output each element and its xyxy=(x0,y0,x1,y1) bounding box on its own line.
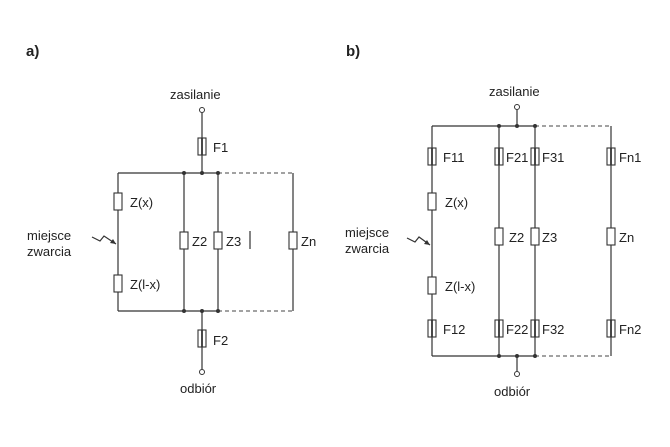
panel-a: a) zasilanie F1 Z(x) Z(l-x) miejsce xyxy=(26,43,316,396)
panel-a-zx-label: Z(x) xyxy=(130,195,153,210)
panel-b-f32-label: F32 xyxy=(542,322,564,337)
panel-a-z3-label: Z3 xyxy=(226,234,241,249)
panel-b-impedance-zn xyxy=(606,227,616,246)
panel-a-fault-label-1: miejsce xyxy=(27,228,71,243)
panel-b-label: b) xyxy=(346,43,360,60)
panel-b-f11-label: F11 xyxy=(443,150,464,165)
panel-b-f22-label: F22 xyxy=(506,322,528,337)
panel-b-f21-label: F21 xyxy=(506,150,528,165)
panel-b-impedance-zlx xyxy=(427,276,437,295)
panel-b: b) zasilanie F11 Z(x) Z(l-x) F12 xyxy=(345,43,641,399)
panel-a-impedance-zn xyxy=(288,231,298,250)
panel-a-z2-label: Z2 xyxy=(192,234,207,249)
panel-b-fn2-label: Fn2 xyxy=(619,322,641,337)
panel-a-fuse-f2-label: F2 xyxy=(213,333,228,348)
panel-b-zlx-label: Z(l-x) xyxy=(445,279,475,294)
panel-b-f31-label: F31 xyxy=(542,150,564,165)
panel-b-fn1-label: Fn1 xyxy=(619,150,641,165)
panel-b-load-label: odbiór xyxy=(494,384,531,399)
panel-b-z3-label: Z3 xyxy=(542,230,557,245)
panel-b-fault-label-1: miejsce xyxy=(345,225,389,240)
panel-b-fault-label-2: zwarcia xyxy=(345,241,390,256)
panel-b-impedance-z2 xyxy=(494,227,504,246)
panel-b-supply-terminal xyxy=(514,104,520,110)
panel-a-zn-label: Zn xyxy=(301,234,316,249)
panel-b-load-terminal xyxy=(514,371,520,377)
panel-a-fuse-f1-label: F1 xyxy=(213,140,228,155)
panel-a-zlx-label: Z(l-x) xyxy=(130,277,160,292)
panel-b-fault-arrow xyxy=(406,236,431,246)
panel-a-impedance-zlx xyxy=(113,274,123,293)
panel-b-impedance-zx xyxy=(427,192,437,211)
panel-b-impedance-z3 xyxy=(530,227,540,246)
panel-a-impedance-zx xyxy=(113,192,123,211)
panel-b-z2-label: Z2 xyxy=(509,230,524,245)
panel-a-load-terminal xyxy=(199,369,205,375)
panel-b-zn-label: Zn xyxy=(619,230,634,245)
panel-a-label: a) xyxy=(26,43,39,60)
panel-a-impedance-z3 xyxy=(213,231,223,250)
panel-a-supply-terminal xyxy=(199,107,205,113)
panel-a-impedance-z2 xyxy=(179,231,189,250)
panel-a-supply-label: zasilanie xyxy=(170,87,221,102)
panel-a-load-label: odbiór xyxy=(180,381,217,396)
panel-a-fault-arrow xyxy=(91,235,117,245)
panel-b-supply-label: zasilanie xyxy=(489,84,540,99)
panel-b-zx-label: Z(x) xyxy=(445,195,468,210)
panel-a-fault-label-2: zwarcia xyxy=(27,244,72,259)
panel-b-f12-label: F12 xyxy=(443,322,465,337)
